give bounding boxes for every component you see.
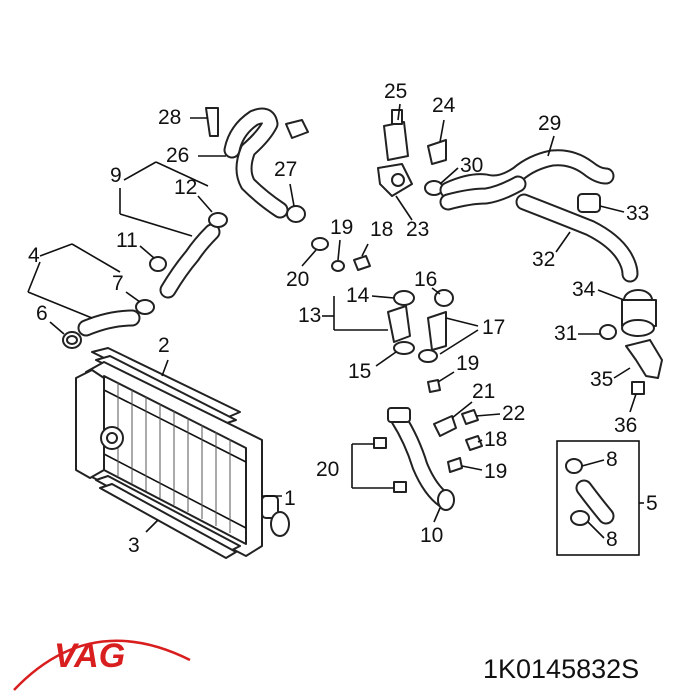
callout-22: 22 (502, 402, 525, 425)
callout-32: 32 (532, 248, 555, 271)
upper-hose-drawing (205, 107, 309, 223)
callout-13: 13 (298, 304, 321, 327)
callout-20a: 20 (286, 268, 309, 291)
callout-26: 26 (166, 144, 189, 167)
callout-17: 17 (482, 316, 505, 339)
callout-4: 4 (28, 244, 40, 267)
callout-34: 34 (572, 278, 596, 301)
callout-3: 3 (128, 534, 140, 557)
callout-25: 25 (384, 80, 407, 103)
callout-8b: 8 (606, 528, 618, 551)
callout-10: 10 (420, 524, 443, 547)
callout-18a: 18 (370, 218, 393, 241)
callout-9: 9 (110, 164, 122, 187)
callout-16: 16 (414, 268, 437, 291)
callout-1: 1 (284, 487, 296, 510)
callout-24: 24 (432, 94, 456, 117)
logo-swoosh (13, 639, 191, 691)
intercooler-drawing (75, 347, 290, 559)
pump-drawing (599, 289, 663, 395)
callout-18b: 18 (484, 428, 507, 451)
middle-parts-drawing (311, 109, 454, 363)
callout-15: 15 (348, 360, 371, 383)
callout-21: 21 (472, 380, 495, 403)
callout-7: 7 (112, 272, 124, 295)
callout-28: 28 (158, 106, 181, 129)
callout-31: 31 (554, 322, 577, 345)
kit-box (556, 440, 640, 556)
callout-23: 23 (406, 218, 429, 241)
left-hoses-drawing (62, 212, 228, 349)
callout-19c: 19 (484, 460, 507, 483)
callout-11: 11 (116, 229, 138, 252)
callout-19b: 19 (456, 352, 479, 375)
callout-27: 27 (274, 158, 297, 181)
part-number: 1K0145832S (483, 654, 639, 684)
callout-6: 6 (36, 302, 48, 325)
callout-33: 33 (626, 202, 649, 225)
brand-name: VAG (54, 637, 125, 675)
lower-middle-drawing (373, 379, 483, 511)
callout-36: 36 (614, 414, 637, 437)
callout-5: 5 (646, 492, 658, 515)
right-hoses-drawing (439, 149, 639, 283)
brand-logo: VAG (13, 637, 191, 691)
callout-19a: 19 (330, 216, 353, 239)
callout-29: 29 (538, 112, 561, 135)
callout-12: 12 (174, 176, 197, 199)
callout-35: 35 (590, 368, 613, 391)
callout-14: 14 (346, 284, 370, 307)
callout-20b: 20 (316, 458, 339, 481)
kit-drawing (565, 458, 615, 526)
callout-30: 30 (460, 154, 483, 177)
callout-8a: 8 (606, 448, 618, 471)
callout-2: 2 (158, 334, 170, 357)
